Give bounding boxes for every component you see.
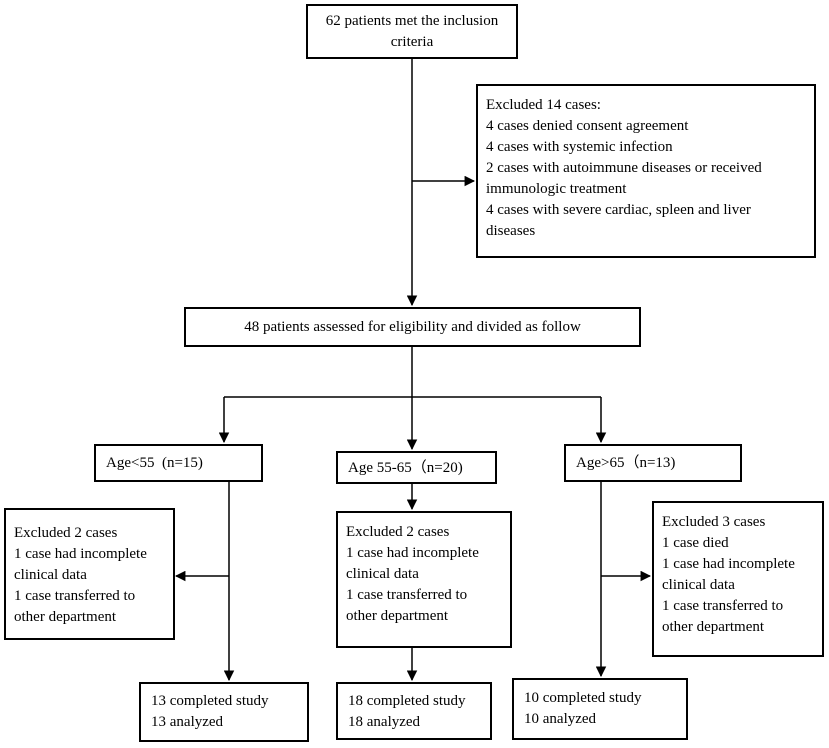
group-3-label: Age>65（n=13) <box>576 455 676 471</box>
exclusion-main-box: Excluded 14 cases: 4 cases denied consen… <box>476 84 816 258</box>
group-2-exclusion-line-3: clinical data <box>346 566 419 582</box>
group-3-exclusion-line-1: Excluded 3 cases <box>662 514 766 530</box>
group-3-exclusion-line-2: 1 case died <box>662 535 729 551</box>
exclusion-main-line-4: 2 cases with autoimmune diseases or rece… <box>486 160 762 176</box>
group-3-exclusion-line-4: clinical data <box>662 577 735 593</box>
group-1-completed-line-1: 13 completed study <box>151 693 269 709</box>
exclusion-main-line-3: 4 cases with systemic infection <box>486 139 673 155</box>
group-1-exclusion-line-4: 1 case transferred to <box>14 588 136 604</box>
group-3-completed-line-1: 10 completed study <box>524 690 642 706</box>
inclusion-line-2: criteria <box>390 34 434 50</box>
group-3-exclusion-line-6: other department <box>662 619 765 635</box>
exclusion-main-line-1: Excluded 14 cases: <box>486 97 601 113</box>
group-1-completed-line-2: 13 analyzed <box>151 714 224 730</box>
exclusion-main-line-2: 4 cases denied consent agreement <box>486 118 689 134</box>
group-1-exclusion-line-3: clinical data <box>14 567 87 583</box>
assessed-text: 48 patients assessed for eligibility and… <box>244 319 581 335</box>
group-1-label: Age<55 (n=15) <box>106 455 203 471</box>
exclusion-main-line-6: 4 cases with severe cardiac, spleen and … <box>486 202 751 218</box>
group-3-exclusion-line-5: 1 case transferred to <box>662 598 784 614</box>
group-2-label: Age 55-65（n=20) <box>348 460 463 476</box>
group-2-exclusion-line-2: 1 case had incomplete <box>346 545 479 561</box>
group-1-exclusion-line-5: other department <box>14 609 117 625</box>
inclusion-box: 62 patients met the inclusion criteria <box>306 4 518 59</box>
group-3-completed-line-2: 10 analyzed <box>524 711 597 727</box>
group-1-exclusion-line-1: Excluded 2 cases <box>14 525 118 541</box>
group-1-exclusion-line-2: 1 case had incomplete <box>14 546 147 562</box>
group-2-box: Age 55-65（n=20) <box>336 451 497 484</box>
group-2-completed-line-2: 18 analyzed <box>348 714 421 730</box>
group-2-exclusion-line-5: other department <box>346 608 449 624</box>
group-3-exclusion-line-3: 1 case had incomplete <box>662 556 795 572</box>
group-2-exclusion-box: Excluded 2 cases 1 case had incomplete c… <box>336 511 512 648</box>
group-2-exclusion-line-1: Excluded 2 cases <box>346 524 450 540</box>
exclusion-main-line-7: diseases <box>486 223 536 239</box>
inclusion-line-1: 62 patients met the inclusion <box>325 13 499 29</box>
group-1-exclusion-box: Excluded 2 cases 1 case had incomplete c… <box>4 508 175 640</box>
group-1-box: Age<55 (n=15) <box>94 444 263 482</box>
group-2-completed-box: 18 completed study 18 analyzed <box>336 682 492 740</box>
assessed-box: 48 patients assessed for eligibility and… <box>184 307 641 347</box>
group-3-completed-box: 10 completed study 10 analyzed <box>512 678 688 740</box>
group-3-box: Age>65（n=13) <box>564 444 742 482</box>
group-2-completed-line-1: 18 completed study <box>348 693 466 709</box>
group-3-exclusion-box: Excluded 3 cases 1 case died 1 case had … <box>652 501 824 657</box>
exclusion-main-line-5: immunologic treatment <box>486 181 627 197</box>
group-1-completed-box: 13 completed study 13 analyzed <box>139 682 309 742</box>
group-2-exclusion-line-4: 1 case transferred to <box>346 587 468 603</box>
